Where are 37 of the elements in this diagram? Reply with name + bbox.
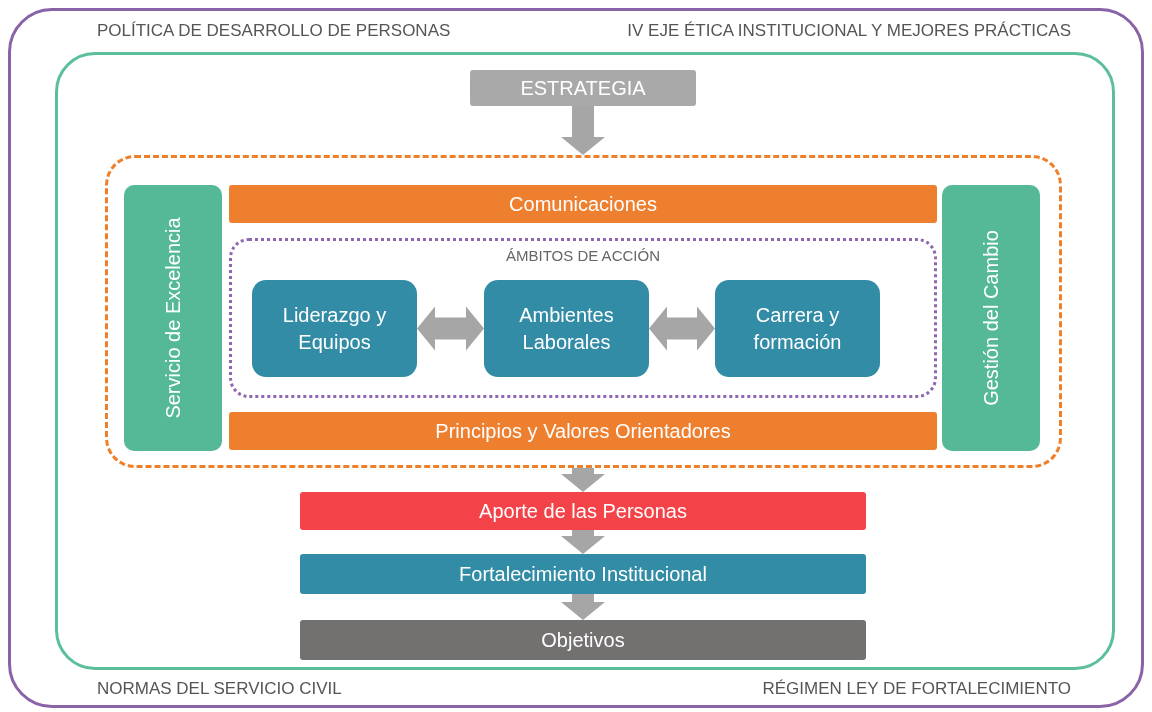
dashed-frame — [105, 155, 1062, 468]
group-heading: ÁMBITOS DE ACCIÓN — [506, 247, 660, 264]
block-arrow — [561, 594, 605, 620]
frame-label: POLÍTICA DE DESARROLLO DE PERSONAS — [97, 21, 451, 41]
frame-label: RÉGIMEN LEY DE FORTALECIMIENTO — [762, 679, 1071, 699]
box-label: Aporte de las Personas — [479, 498, 687, 524]
process-box — [484, 280, 649, 377]
box-label: Liderazgo y Equipos — [281, 302, 388, 355]
box-label: Carrera y formación — [752, 302, 843, 355]
block-arrow — [561, 530, 605, 554]
side-panel — [942, 185, 1040, 451]
strategy-box — [470, 70, 696, 106]
vertical-label: Servicio de Excelencia — [161, 217, 185, 419]
frame-label: NORMAS DEL SERVICIO CIVIL — [97, 679, 342, 699]
process-box — [252, 280, 417, 377]
process-bar — [300, 620, 866, 660]
process-bar — [300, 554, 866, 594]
process-box — [715, 280, 880, 377]
process-bar — [229, 185, 937, 223]
inner-frame — [55, 52, 1115, 670]
block-arrow — [561, 106, 605, 155]
outer-frame — [8, 8, 1144, 708]
box-label: Fortalecimiento Institucional — [459, 561, 707, 587]
block-arrow — [561, 468, 605, 492]
box-label: Ambientes Laborales — [518, 302, 615, 355]
box-label: ESTRATEGIA — [520, 75, 646, 101]
box-label: Objetivos — [541, 627, 625, 653]
box-label: Comunicaciones — [509, 191, 657, 217]
side-panel — [124, 185, 222, 451]
dotted-frame — [229, 238, 937, 398]
box-label: Principios y Valores Orientadores — [435, 418, 731, 444]
double-arrow — [417, 306, 484, 351]
process-bar — [229, 412, 937, 450]
double-arrow — [649, 306, 715, 351]
process-bar — [300, 492, 866, 530]
vertical-label: Gestión del Cambio — [979, 230, 1003, 406]
frame-label: IV EJE ÉTICA INSTITUCIONAL Y MEJORES PRÁCTICAS — [627, 21, 1071, 41]
